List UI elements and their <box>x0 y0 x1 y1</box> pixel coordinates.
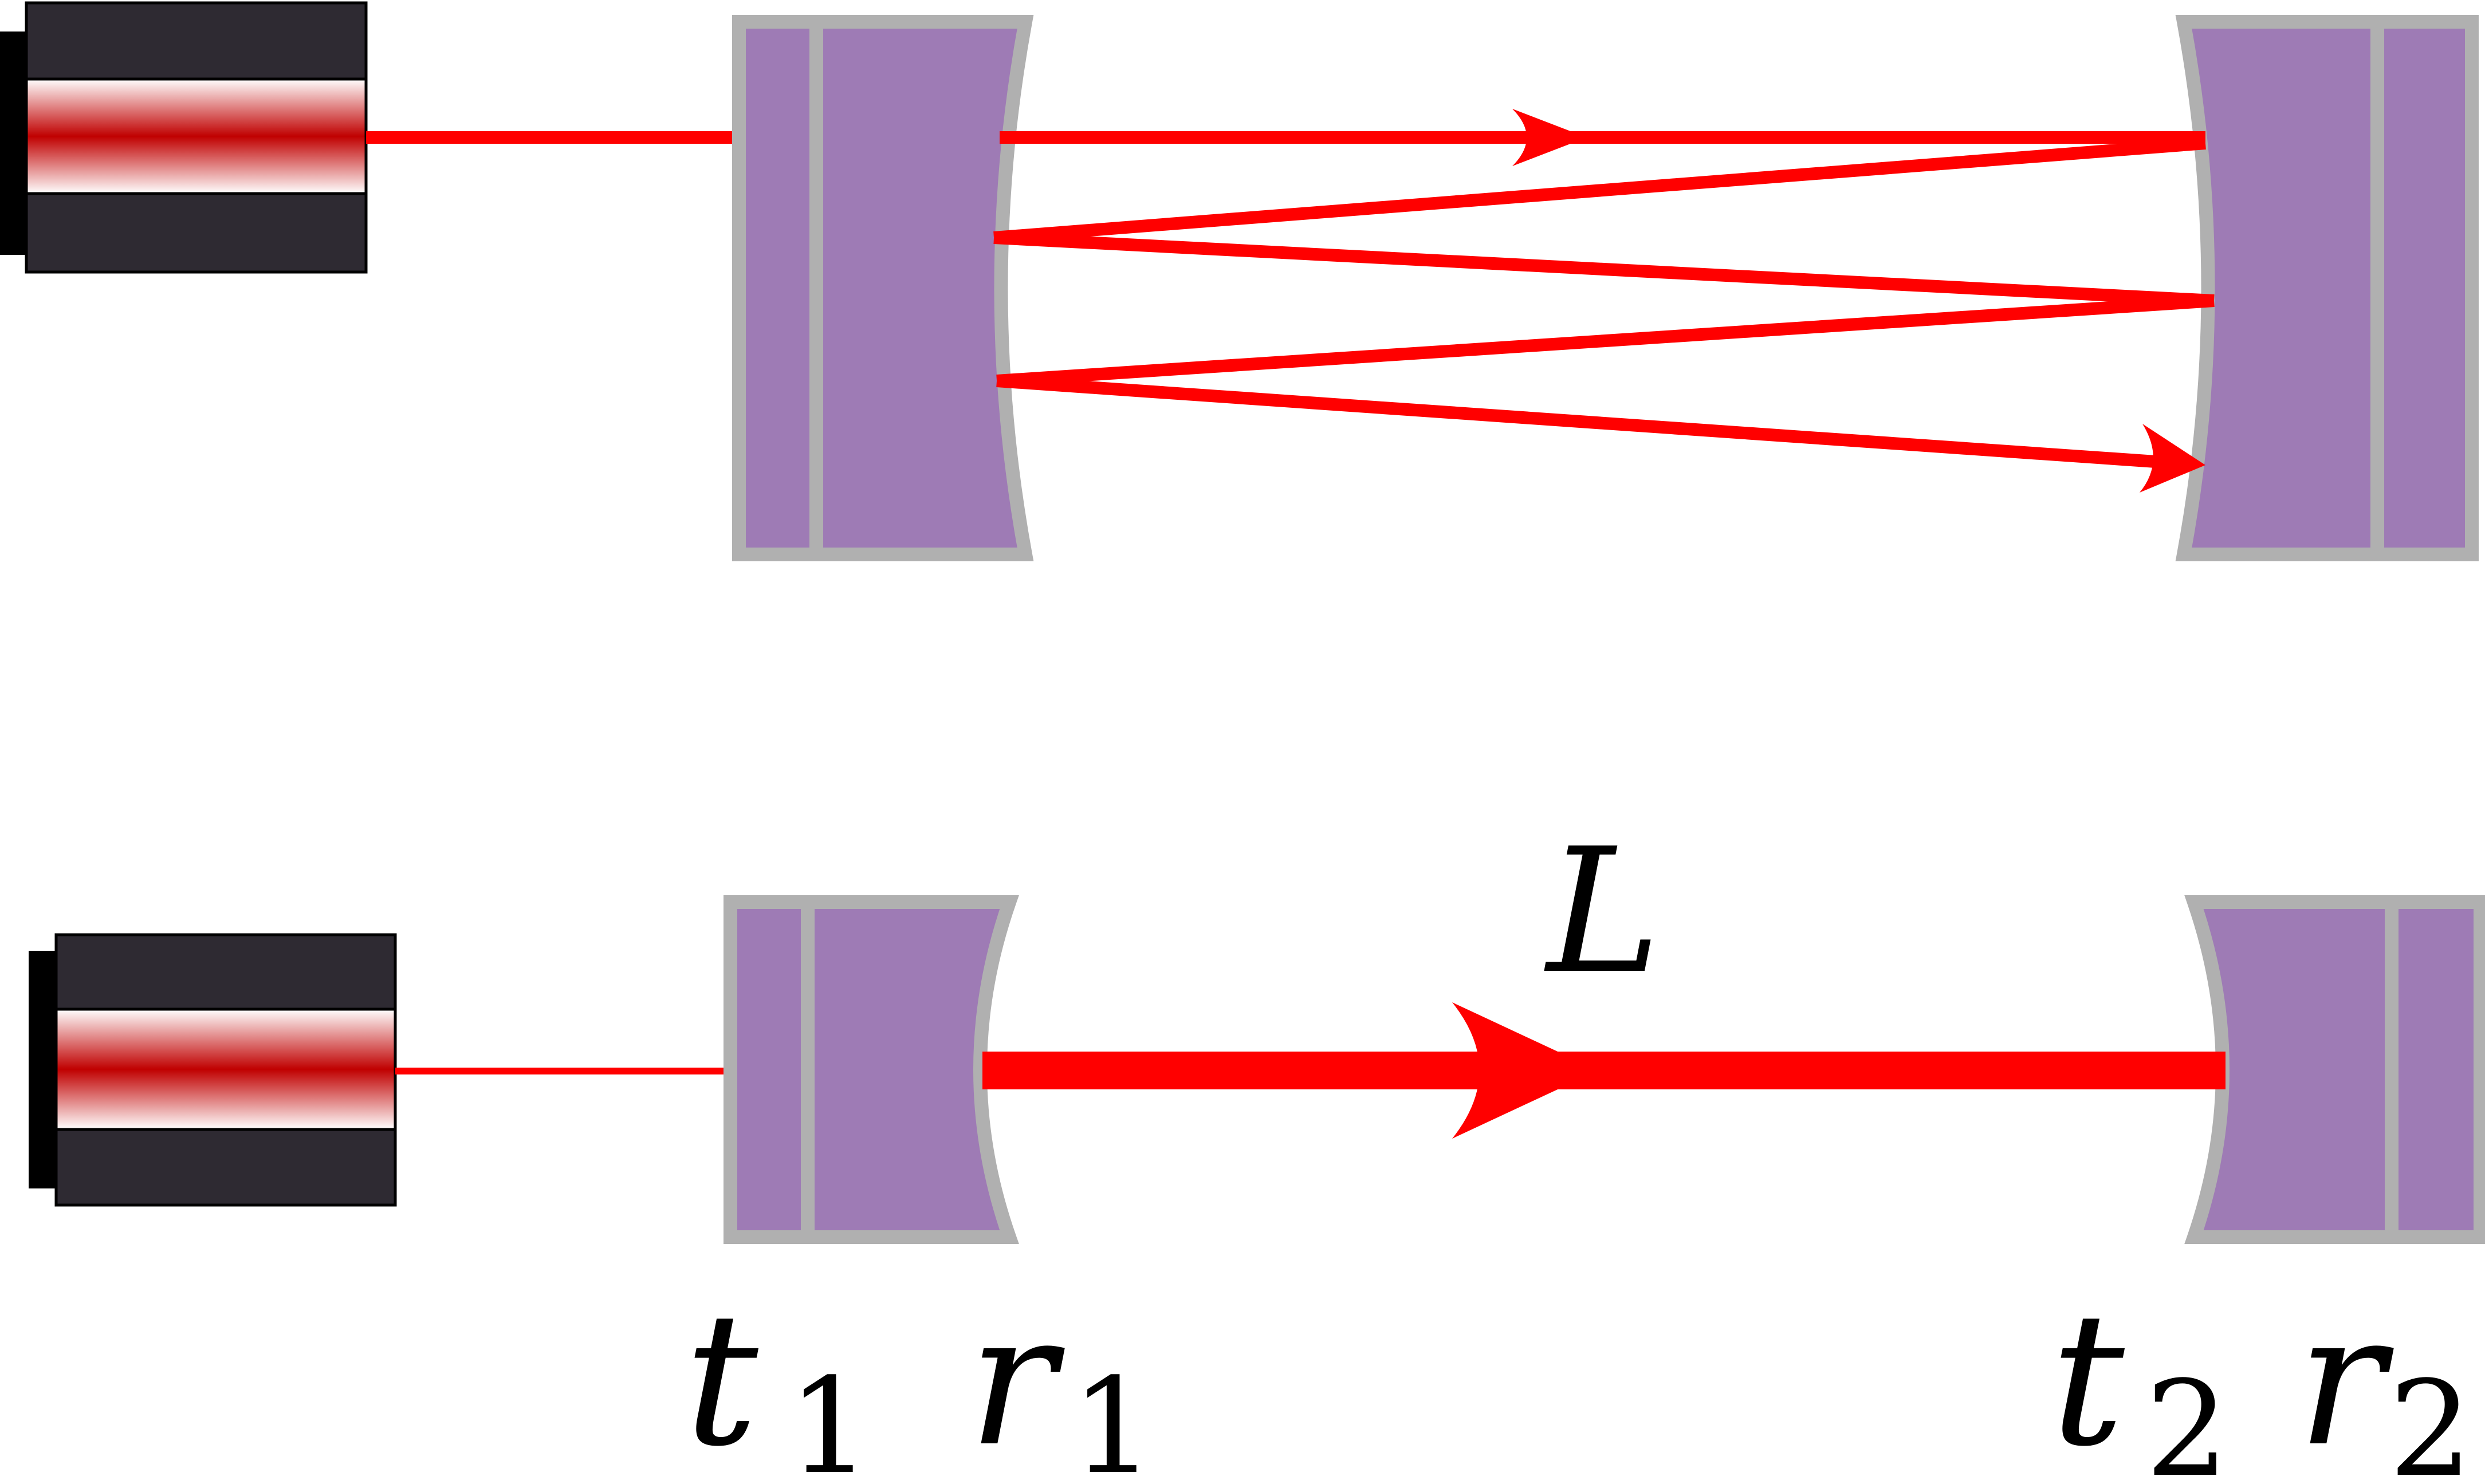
mirror-1-bottom <box>724 895 1019 1244</box>
beam-pass-3 <box>993 231 2215 307</box>
mirror-2-top <box>2175 15 2479 561</box>
label-r1: r 1 <box>968 1274 1155 1484</box>
svg-text:2: 2 <box>2389 1353 2472 1484</box>
label-t1: t 1 <box>685 1274 871 1484</box>
label-cavity-length: L <box>1544 812 1661 1011</box>
svg-text:t: t <box>685 1274 759 1484</box>
svg-text:r: r <box>2297 1274 2394 1484</box>
laser-source-bottom <box>29 933 397 1207</box>
svg-text:r: r <box>968 1274 1065 1484</box>
svg-text:1: 1 <box>1071 1351 1155 1484</box>
top-scene <box>0 1 2479 561</box>
bottom-scene: L t 1 r 1 t 2 r 2 <box>29 812 2485 1484</box>
svg-text:t: t <box>2051 1274 2125 1484</box>
svg-text:1: 1 <box>788 1351 871 1484</box>
arrow-head-top-forward <box>1512 109 1587 166</box>
beam-pass-5 <box>996 375 2189 470</box>
beam-pass-2 <box>993 137 2206 244</box>
mirror-1-top <box>732 15 1034 561</box>
svg-text:2: 2 <box>2145 1353 2229 1484</box>
laser-source-top <box>0 1 368 274</box>
arrow-head-top-diagonal <box>2140 424 2205 493</box>
intracavity-beams-top <box>993 131 2215 470</box>
label-r2: r 2 <box>2297 1274 2472 1484</box>
beam-pass-4 <box>996 294 2215 387</box>
intracavity-beam-bottom <box>982 1052 2226 1089</box>
arrow-head-bottom <box>1452 1002 1598 1139</box>
label-t2: t 2 <box>2051 1274 2229 1484</box>
mirror-2-bottom <box>2184 895 2485 1244</box>
